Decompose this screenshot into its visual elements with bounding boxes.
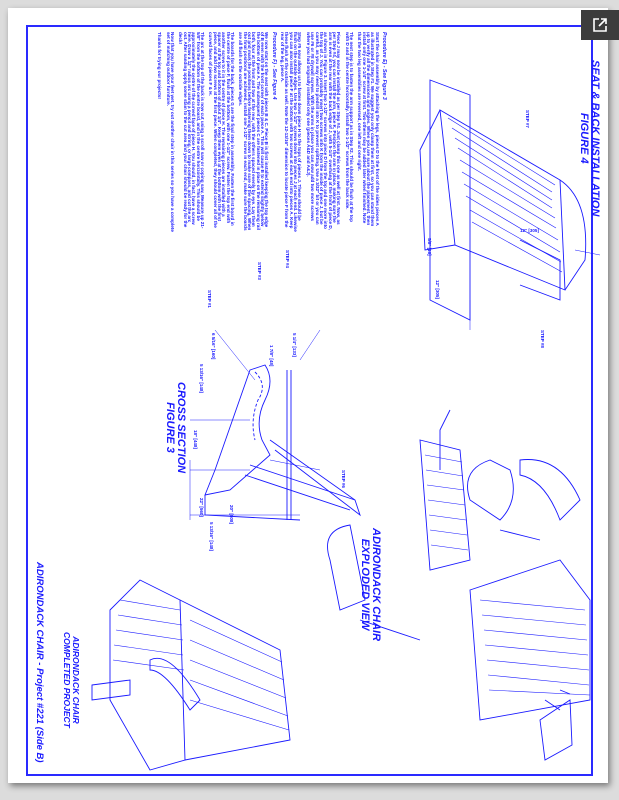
svg-text:20" [508]: 20" [508] — [229, 505, 234, 524]
paragraph: Piece J may now be installed as per Step… — [305, 32, 342, 230]
paragraph: We now start on the seat with pieces B &… — [238, 32, 270, 231]
paragraph: The boards for the back, pieces G are th… — [208, 32, 236, 228]
dimension-label: 5 1/4" [133] — [292, 333, 297, 357]
paragraph: The next step is to fasten the arm suppo… — [344, 32, 354, 222]
procedure-e-heading: Procedure E) - See Figure 3 — [381, 32, 387, 100]
dimension-label: 6 5/16" [160] — [211, 333, 216, 360]
completed-title: ADIRONDACK CHAIR COMPLETED PROJECT — [62, 632, 81, 728]
exploded-drawing — [327, 409, 591, 761]
page-border — [26, 25, 593, 776]
dimension-label: 5 13/16" [148] — [209, 522, 214, 551]
dimension-label: 12" [305] — [435, 280, 440, 299]
step-label: STEP #6 — [341, 470, 346, 488]
instructions-text: Procedure E) - See Figure 3 Start the ch… — [28, 32, 388, 232]
figure3-title-line: CROSS SECTION — [175, 382, 187, 474]
figure4-title: SEAT & BACK INSTALLATION FIGURE 4 — [578, 60, 601, 217]
step-label: STEP #3 — [257, 262, 262, 280]
svg-text:1 7/8" [48]: 1 7/8" [48] — [269, 345, 274, 367]
figure3-drawing — [189, 329, 361, 521]
figure3-subtitle: FIGURE 3 — [164, 402, 176, 453]
exploded-title-line: ADIRONDACK CHAIR — [370, 528, 382, 642]
completed-subtitle: COMPLETED PROJECT — [62, 632, 72, 728]
figure4-title-line: SEAT & BACK INSTALLATION — [589, 60, 601, 217]
step-label: STEP #8 — [540, 330, 545, 348]
step-label: STEP #4 — [285, 250, 290, 268]
completed-drawing — [91, 579, 291, 771]
paragraph: The arc at the top of the back is now cu… — [178, 32, 205, 229]
exploded-title: ADIRONDACK CHAIR EXPLODED VIEW — [359, 528, 382, 642]
open-in-new-button[interactable] — [581, 10, 619, 40]
step-label: STEP #1 — [207, 290, 212, 308]
paragraph: Now that you have your feet wet, try out… — [165, 32, 175, 232]
paragraph: Thanks for trying our projects! — [157, 32, 163, 99]
dimension-label: 5 13/16" [148] — [199, 364, 204, 393]
svg-text:18" [448]: 18" [448] — [193, 430, 198, 449]
page-footer: ADIRONDACK CHAIR - Project #221 (Side B) — [34, 562, 45, 763]
procedure-f-heading: Procedure F) - See Figure 4 — [270, 32, 277, 100]
paragraph: Start the chair assembly by attaching th… — [357, 32, 380, 227]
figure4-drawing — [419, 79, 601, 330]
figure3-title: CROSS SECTION FIGURE 3 — [164, 382, 187, 474]
step-label: STEP #7 — [525, 110, 530, 128]
svg-text:12" [305]: 12" [305] — [520, 228, 539, 233]
paragraph: Step #5 now allows us to fasten down pie… — [280, 32, 303, 232]
external-link-icon — [593, 18, 607, 32]
document-page — [8, 8, 608, 783]
completed-title-line: ADIRONDACK CHAIR — [71, 636, 81, 724]
exploded-subtitle: EXPLODED VIEW — [359, 538, 371, 631]
dimension-label: 5/8" [16] — [427, 238, 432, 256]
svg-text:22" [560]: 22" [560] — [199, 498, 204, 517]
figure4-subtitle: FIGURE 4 — [578, 112, 590, 164]
